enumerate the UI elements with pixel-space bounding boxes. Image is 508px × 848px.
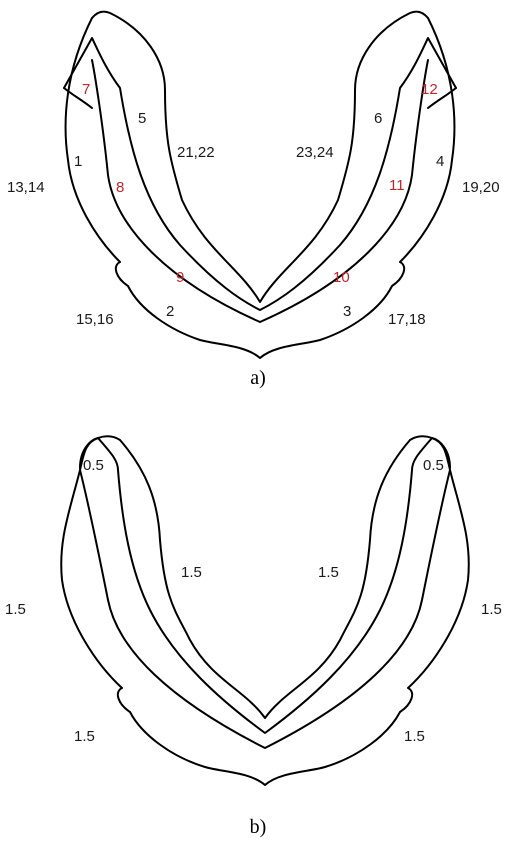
diagram-a: 7 5 21,22 1 13,14 8 9 2 15,16 12 6 23,24… — [7, 10, 500, 389]
label-19-20: 19,20 — [462, 179, 500, 196]
value-outer-right: 1.5 — [481, 601, 502, 618]
diagram-a-left-tip-outline — [63, 87, 93, 109]
label-7: 7 — [82, 81, 90, 98]
diagram-b: 0.5 0.5 1.5 1.5 1.5 1.5 1.5 1.5 b) — [5, 435, 502, 838]
label-10: 10 — [333, 269, 350, 286]
value-tip-right: 0.5 — [423, 457, 444, 474]
label-4: 4 — [436, 153, 444, 170]
diagram-b-middle-outline — [79, 437, 451, 734]
caption-b: b) — [250, 816, 267, 838]
label-17-18: 17,18 — [388, 311, 426, 328]
label-11: 11 — [389, 177, 405, 194]
label-8: 8 — [116, 179, 124, 196]
diagram-a-outer-outline — [64, 10, 456, 359]
diagram-a-inner-outline — [91, 59, 429, 323]
value-bottom-left: 1.5 — [74, 728, 95, 745]
diagram-a-right-tip-outline — [427, 87, 457, 109]
value-bottom-right: 1.5 — [404, 728, 425, 745]
label-12: 12 — [421, 81, 438, 98]
label-3: 3 — [343, 303, 351, 320]
label-5: 5 — [138, 110, 146, 127]
label-1: 1 — [74, 153, 82, 170]
label-6: 6 — [374, 110, 382, 127]
label-2: 2 — [166, 303, 174, 320]
caption-a: a) — [250, 367, 266, 389]
value-inner-right: 1.5 — [318, 564, 339, 581]
value-inner-left: 1.5 — [181, 564, 202, 581]
diagram-b-outer-outline — [60, 435, 470, 786]
label-23-24: 23,24 — [296, 144, 334, 161]
label-21-22: 21,22 — [177, 144, 215, 161]
value-outer-left: 1.5 — [5, 601, 26, 618]
diagram-a-middle-outline — [63, 37, 457, 311]
value-tip-left: 0.5 — [83, 457, 104, 474]
diagram-b-inner-outline — [79, 469, 451, 749]
label-13-14: 13,14 — [7, 179, 45, 196]
label-9: 9 — [176, 269, 184, 286]
label-15-16: 15,16 — [76, 311, 114, 328]
